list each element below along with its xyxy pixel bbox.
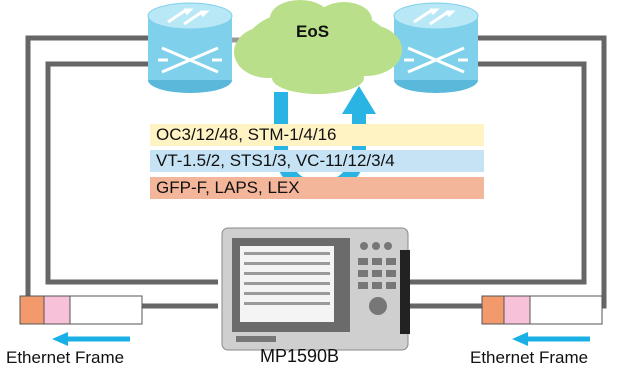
- protocol-band-encapsulation: GFP-F, LAPS, LEX: [150, 177, 484, 199]
- protocol-band-sonet: OC3/12/48, STM-1/4/16: [150, 124, 484, 146]
- right-ethernet-frame-icon: [481, 295, 603, 346]
- left-router-icon: [147, 2, 233, 93]
- ethernet-frame-right-label: Ethernet Frame: [470, 348, 589, 367]
- ethernet-frame-left-label: Ethernet Frame: [6, 348, 125, 367]
- eos-cloud-icon: [234, 0, 402, 94]
- loopback-arrowhead: [342, 86, 376, 114]
- cloud-label: EoS: [296, 22, 330, 41]
- protocol-band-mapping: VT-1.5/2, STS1/3, VC-11/12/3/4: [150, 150, 484, 172]
- instrument-label: MP1590B: [260, 346, 340, 366]
- mp1590b-instrument-icon: [221, 227, 410, 351]
- right-router-icon: [393, 2, 479, 93]
- left-ethernet-frame-icon: [19, 295, 143, 346]
